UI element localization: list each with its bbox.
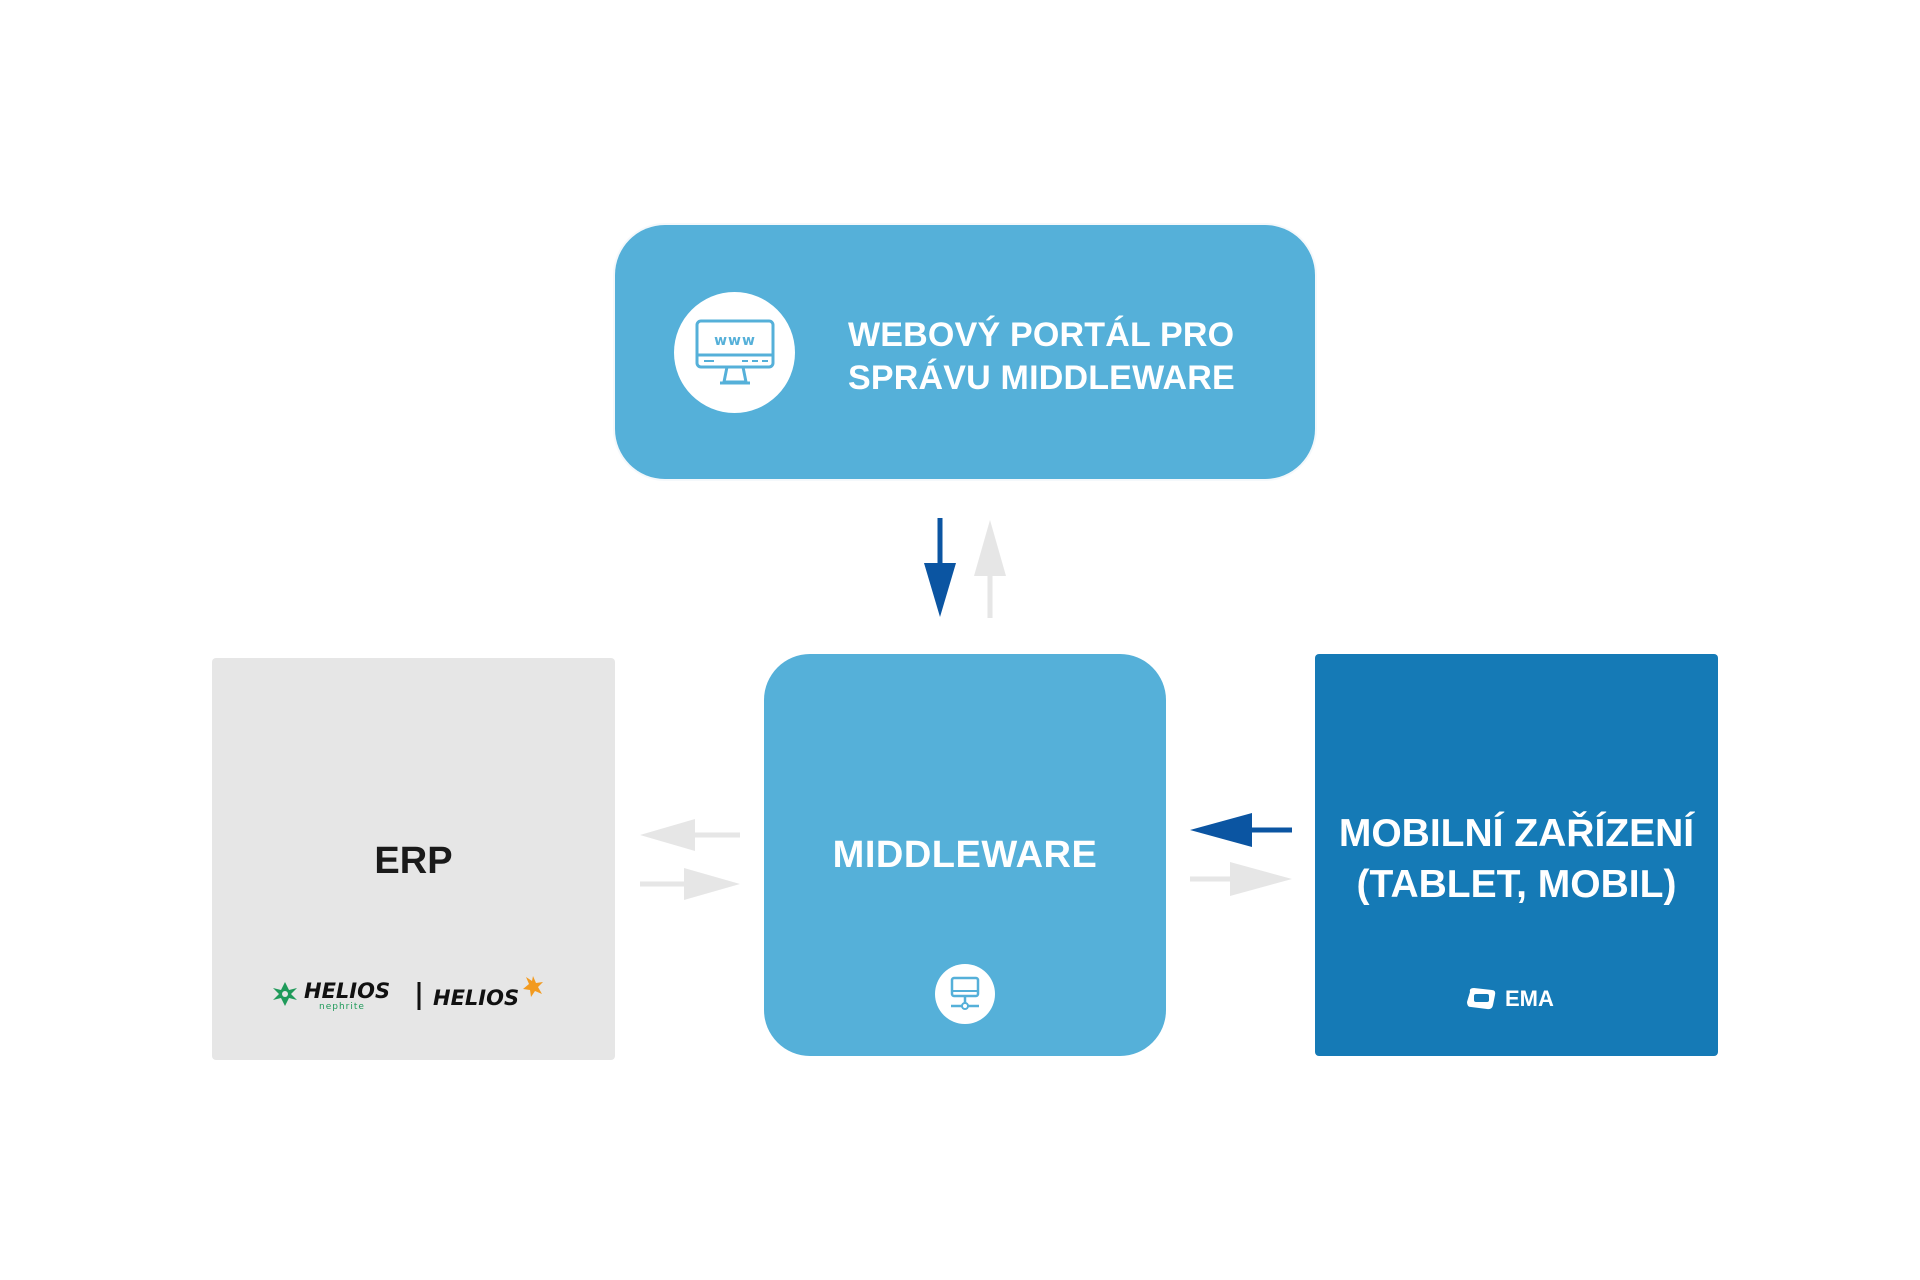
ema-brand-label: EMA	[1505, 986, 1554, 1011]
arrow-erp-to-middleware	[640, 868, 740, 900]
mobile-title-line2: (TABLET, MOBIL)	[1356, 863, 1677, 906]
arrow-portal-to-middleware	[924, 518, 956, 617]
monitor-www-icon: www	[674, 292, 795, 413]
ema-logo-icon	[1467, 988, 1496, 1010]
portal-title-line2: SPRÁVU MIDDLEWARE	[848, 359, 1235, 397]
arrow-middleware-to-portal	[974, 520, 1006, 618]
erp-node: ERP HELIOS nephrite HELIOS	[212, 658, 615, 1060]
mobile-title: MOBILNÍ ZAŘÍZENÍ (TABLET, MOBIL)	[1315, 808, 1718, 910]
arrow-mobile-to-middleware	[1190, 813, 1292, 847]
helios-logos: HELIOS nephrite HELIOS	[273, 976, 543, 1012]
middleware-title: MIDDLEWARE	[832, 834, 1098, 876]
nephrite-subtitle: nephrite	[319, 1002, 365, 1012]
ema-brand: EMA	[1465, 984, 1554, 1014]
helios-nephrite-star-icon	[273, 982, 297, 1006]
helios-orange-star-icon	[523, 976, 543, 997]
mobile-title-line1: MOBILNÍ ZAŘÍZENÍ	[1338, 812, 1695, 855]
web-portal-node: www WEBOVÝ PORTÁL PRO SPRÁVU MIDDLEWARE	[615, 225, 1315, 479]
arrow-middleware-to-erp	[640, 819, 740, 851]
helios-nephrite-logo-text: HELIOS	[304, 979, 390, 1003]
arrow-middleware-to-mobile	[1190, 862, 1292, 896]
monitor-network-icon	[935, 964, 995, 1024]
mobile-devices-node: MOBILNÍ ZAŘÍZENÍ (TABLET, MOBIL) EMA	[1315, 654, 1718, 1056]
portal-title-line1: WEBOVÝ PORTÁL PRO	[848, 316, 1235, 354]
helios-logo-text: HELIOS	[433, 986, 519, 1010]
middleware-node: MIDDLEWARE	[764, 654, 1166, 1056]
portal-title: WEBOVÝ PORTÁL PRO SPRÁVU MIDDLEWARE	[848, 314, 1288, 400]
www-label: www	[714, 333, 756, 349]
erp-title: ERP	[374, 840, 453, 882]
